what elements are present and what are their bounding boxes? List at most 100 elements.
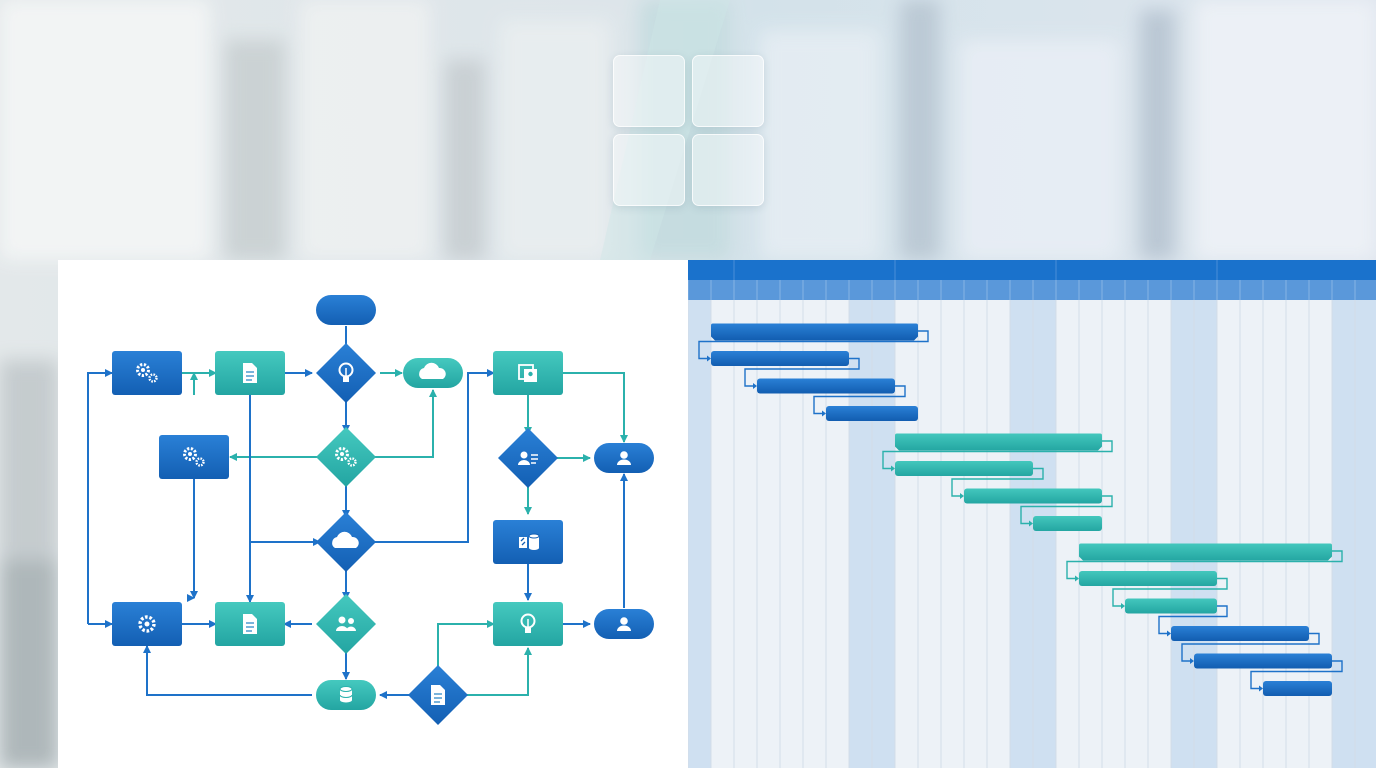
flow-node-user-terminal-bottom[interactable]: [594, 609, 654, 639]
logo-tile: [613, 134, 685, 206]
gantt-task-bar[interactable]: [964, 488, 1102, 504]
flow-node-start[interactable]: [316, 295, 376, 325]
flowchart-nodes: [112, 295, 654, 725]
flow-node-gear-process-a[interactable]: [112, 351, 182, 395]
gantt-task-bar[interactable]: [1194, 653, 1332, 669]
gallery-icon: [518, 364, 537, 382]
gantt-task-bar[interactable]: [757, 378, 895, 394]
flow-node-cloud-terminal[interactable]: [403, 358, 463, 388]
gantt-task-bars: [711, 323, 1332, 696]
database-icon: [339, 686, 353, 703]
windows-logo-icon: [613, 55, 764, 206]
flow-node-user-terminal-top[interactable]: [594, 443, 654, 473]
flow-node-storage-process[interactable]: [493, 520, 563, 564]
gear-icon: [138, 615, 156, 633]
flow-node-team-decision[interactable]: [316, 594, 376, 654]
storage-icon: [519, 533, 540, 550]
gantt-task-bar[interactable]: [826, 406, 918, 421]
gears-icon: [335, 447, 357, 467]
gantt-task-bar[interactable]: [1171, 626, 1309, 641]
gantt-dependency-link: [698, 330, 929, 360]
gantt-link-arrow: [891, 465, 895, 472]
gantt-link-arrow: [1075, 575, 1079, 582]
flowchart-diagram: [87, 295, 654, 725]
flow-connector: [437, 620, 495, 671]
flow-node-gear-process-b[interactable]: [159, 435, 229, 479]
gantt-task-bar[interactable]: [1079, 571, 1217, 586]
gantt-link-arrow: [1259, 685, 1263, 692]
gantt-dependency-link: [1020, 495, 1113, 525]
flow-connector: [372, 369, 495, 543]
timeline-day-row: [688, 280, 1376, 300]
flow-node-gallery-process[interactable]: [493, 351, 563, 395]
user-icon: [617, 617, 631, 631]
gantt-timeline-header: [688, 260, 1376, 300]
gantt-task-bar[interactable]: [1263, 681, 1332, 696]
lightbulb-icon: [520, 613, 536, 633]
gantt-summary-bar[interactable]: [711, 323, 918, 341]
gantt-link-arrow: [753, 383, 757, 389]
gantt-dependency-link: [882, 440, 1113, 470]
gears-icon: [136, 363, 158, 383]
flow-node-idea-decision[interactable]: [316, 343, 376, 403]
cloud-icon: [332, 531, 359, 548]
gantt-dependency-link: [1066, 550, 1343, 580]
gantt-dependency-link: [951, 467, 1044, 497]
flow-node-document-decision[interactable]: [408, 665, 468, 725]
timeline-month-row: [688, 260, 1376, 280]
gantt-link-arrow: [707, 355, 711, 362]
gantt-dependency-links: [698, 330, 1343, 692]
gantt-link-arrow: [960, 493, 964, 499]
flow-node-idea-process[interactable]: [493, 602, 563, 646]
flow-connector: [143, 645, 312, 696]
weekend-column: [849, 300, 872, 768]
gantt-link-arrow: [1190, 658, 1194, 664]
gantt-task-bar[interactable]: [1033, 516, 1102, 531]
logo-tile: [692, 55, 764, 127]
logo-tile: [613, 55, 685, 127]
gantt-task-bar[interactable]: [711, 351, 849, 366]
weekend-column: [1355, 300, 1376, 768]
gantt-task-bar[interactable]: [895, 461, 1033, 476]
decision-diamond: [316, 427, 376, 487]
flowchart-panel: [58, 260, 688, 768]
gantt-link-arrow: [1121, 603, 1125, 609]
terminal-pill: [316, 295, 376, 325]
weekend-column: [1194, 300, 1217, 768]
flow-node-database-terminal[interactable]: [316, 680, 376, 710]
gantt-dependency-link: [1181, 632, 1320, 662]
process-box: [159, 435, 229, 479]
gantt-summary-bar[interactable]: [895, 433, 1102, 451]
flow-node-gear-decision[interactable]: [316, 427, 376, 487]
lightbulb-icon: [338, 362, 354, 382]
cloud-icon: [419, 362, 446, 379]
flow-node-profile-decision[interactable]: [498, 428, 558, 488]
gantt-chart: [688, 260, 1376, 768]
gantt-chart-panel: [688, 260, 1376, 768]
weekend-column: [688, 300, 711, 768]
logo-tile: [692, 134, 764, 206]
weekend-column: [1010, 300, 1033, 768]
document-icon: [431, 685, 445, 705]
user-icon: [617, 451, 631, 465]
flow-connector: [372, 389, 437, 458]
gantt-task-bar[interactable]: [1125, 598, 1217, 614]
flow-connector: [462, 647, 532, 696]
users-icon: [336, 616, 356, 631]
flow-node-cloud-decision[interactable]: [316, 512, 376, 572]
gantt-dependency-link: [1158, 605, 1228, 635]
profile-card-icon: [518, 451, 538, 465]
gantt-link-arrow: [822, 410, 826, 417]
gantt-summary-bar[interactable]: [1079, 543, 1332, 561]
flow-node-gear-process-c[interactable]: [112, 602, 182, 646]
gantt-dependency-link: [813, 385, 906, 415]
gantt-dependency-link: [1250, 660, 1343, 690]
process-box: [493, 520, 563, 564]
gantt-link-arrow: [1029, 520, 1033, 527]
decision-diamond: [316, 594, 376, 654]
document-icon: [243, 614, 257, 634]
flow-node-document-b[interactable]: [215, 602, 285, 646]
flow-connector: [87, 369, 113, 624]
flow-node-document-a[interactable]: [215, 351, 285, 395]
document-icon: [243, 363, 257, 383]
